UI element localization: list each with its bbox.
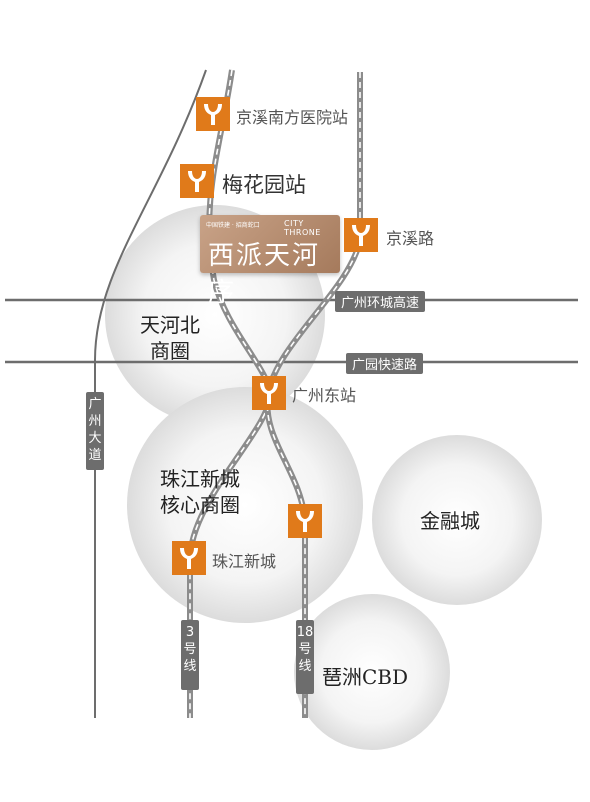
station-label-jingxi-nanfang: 京溪南方医院站 bbox=[236, 108, 349, 127]
station-label-jingxilu: 京溪路 bbox=[386, 229, 435, 248]
station-label-meihuayuan: 梅花园站 bbox=[222, 173, 306, 197]
metro-station-icon bbox=[196, 97, 230, 131]
metro-station-icon bbox=[288, 504, 322, 538]
area-label-line: 天河北 bbox=[140, 313, 200, 337]
area-label-line: 商圈 bbox=[150, 339, 190, 363]
pazhou-cbd-zone bbox=[294, 594, 450, 750]
metro-station-icon bbox=[180, 164, 214, 198]
area-label-zjxc-core: 珠江新城 核心商圈 bbox=[160, 466, 240, 518]
area-label-tianhe-north: 天河北 商圈 bbox=[140, 312, 200, 364]
project-english-name: CITY THRONE bbox=[284, 219, 321, 237]
metro-station-icon bbox=[252, 376, 286, 410]
metro-station-icon bbox=[344, 218, 378, 252]
area-label-finance-city: 金融城 bbox=[420, 509, 480, 533]
project-marker: 中国铁建 · 招商蛇口 CITY THRONE 西派天河序 bbox=[200, 215, 340, 308]
line3-tag: 3号线 bbox=[181, 620, 199, 690]
ring-expressway-tag: 广州环城高速 bbox=[335, 291, 426, 312]
project-chinese-name: 西派天河序 bbox=[208, 241, 321, 308]
guangzhou-avenue-tag: 广州大道 bbox=[86, 392, 104, 470]
metro-station-icon bbox=[172, 541, 206, 575]
project-developers: 中国铁建 · 招商蛇口 bbox=[206, 222, 260, 229]
area-label-line: 珠江新城 bbox=[160, 467, 240, 491]
guangzhou-avenue-road bbox=[94, 69, 207, 718]
guangyuan-expressway-tag: 广园快速路 bbox=[346, 353, 424, 374]
area-label-line: 核心商圈 bbox=[160, 493, 240, 517]
area-label-pazhou-cbd: 琶洲CBD bbox=[322, 665, 409, 689]
line18-tag: 18号线 bbox=[296, 620, 314, 694]
finance-city-zone bbox=[372, 435, 542, 605]
station-label-zhujiang-xincheng: 珠江新城 bbox=[212, 552, 277, 571]
station-label-guangzhou-east: 广州东站 bbox=[292, 386, 357, 405]
